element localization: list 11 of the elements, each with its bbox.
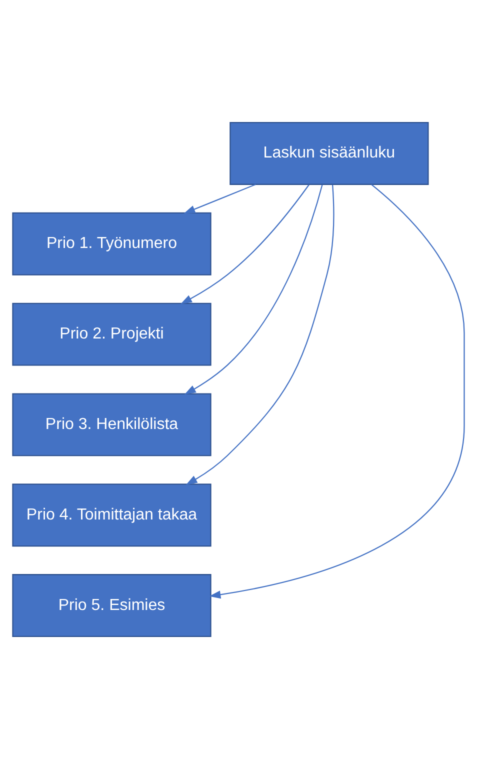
- node-box: Prio 2. Projekti: [12, 302, 212, 366]
- arrow: [184, 184, 323, 394]
- node-box: Prio 5. Esimies: [12, 574, 212, 636]
- node-box: Laskun sisäänluku: [230, 122, 429, 184]
- node-box: Prio 4. Toimittajan takaa: [12, 483, 212, 546]
- node-box: Prio 3. Henkilölista: [12, 392, 212, 456]
- arrow: [180, 184, 310, 304]
- node-box: Prio 1. Työnumero: [12, 212, 212, 275]
- arrow: [186, 184, 334, 484]
- arrow: [184, 183, 256, 214]
- arrow: [209, 184, 465, 598]
